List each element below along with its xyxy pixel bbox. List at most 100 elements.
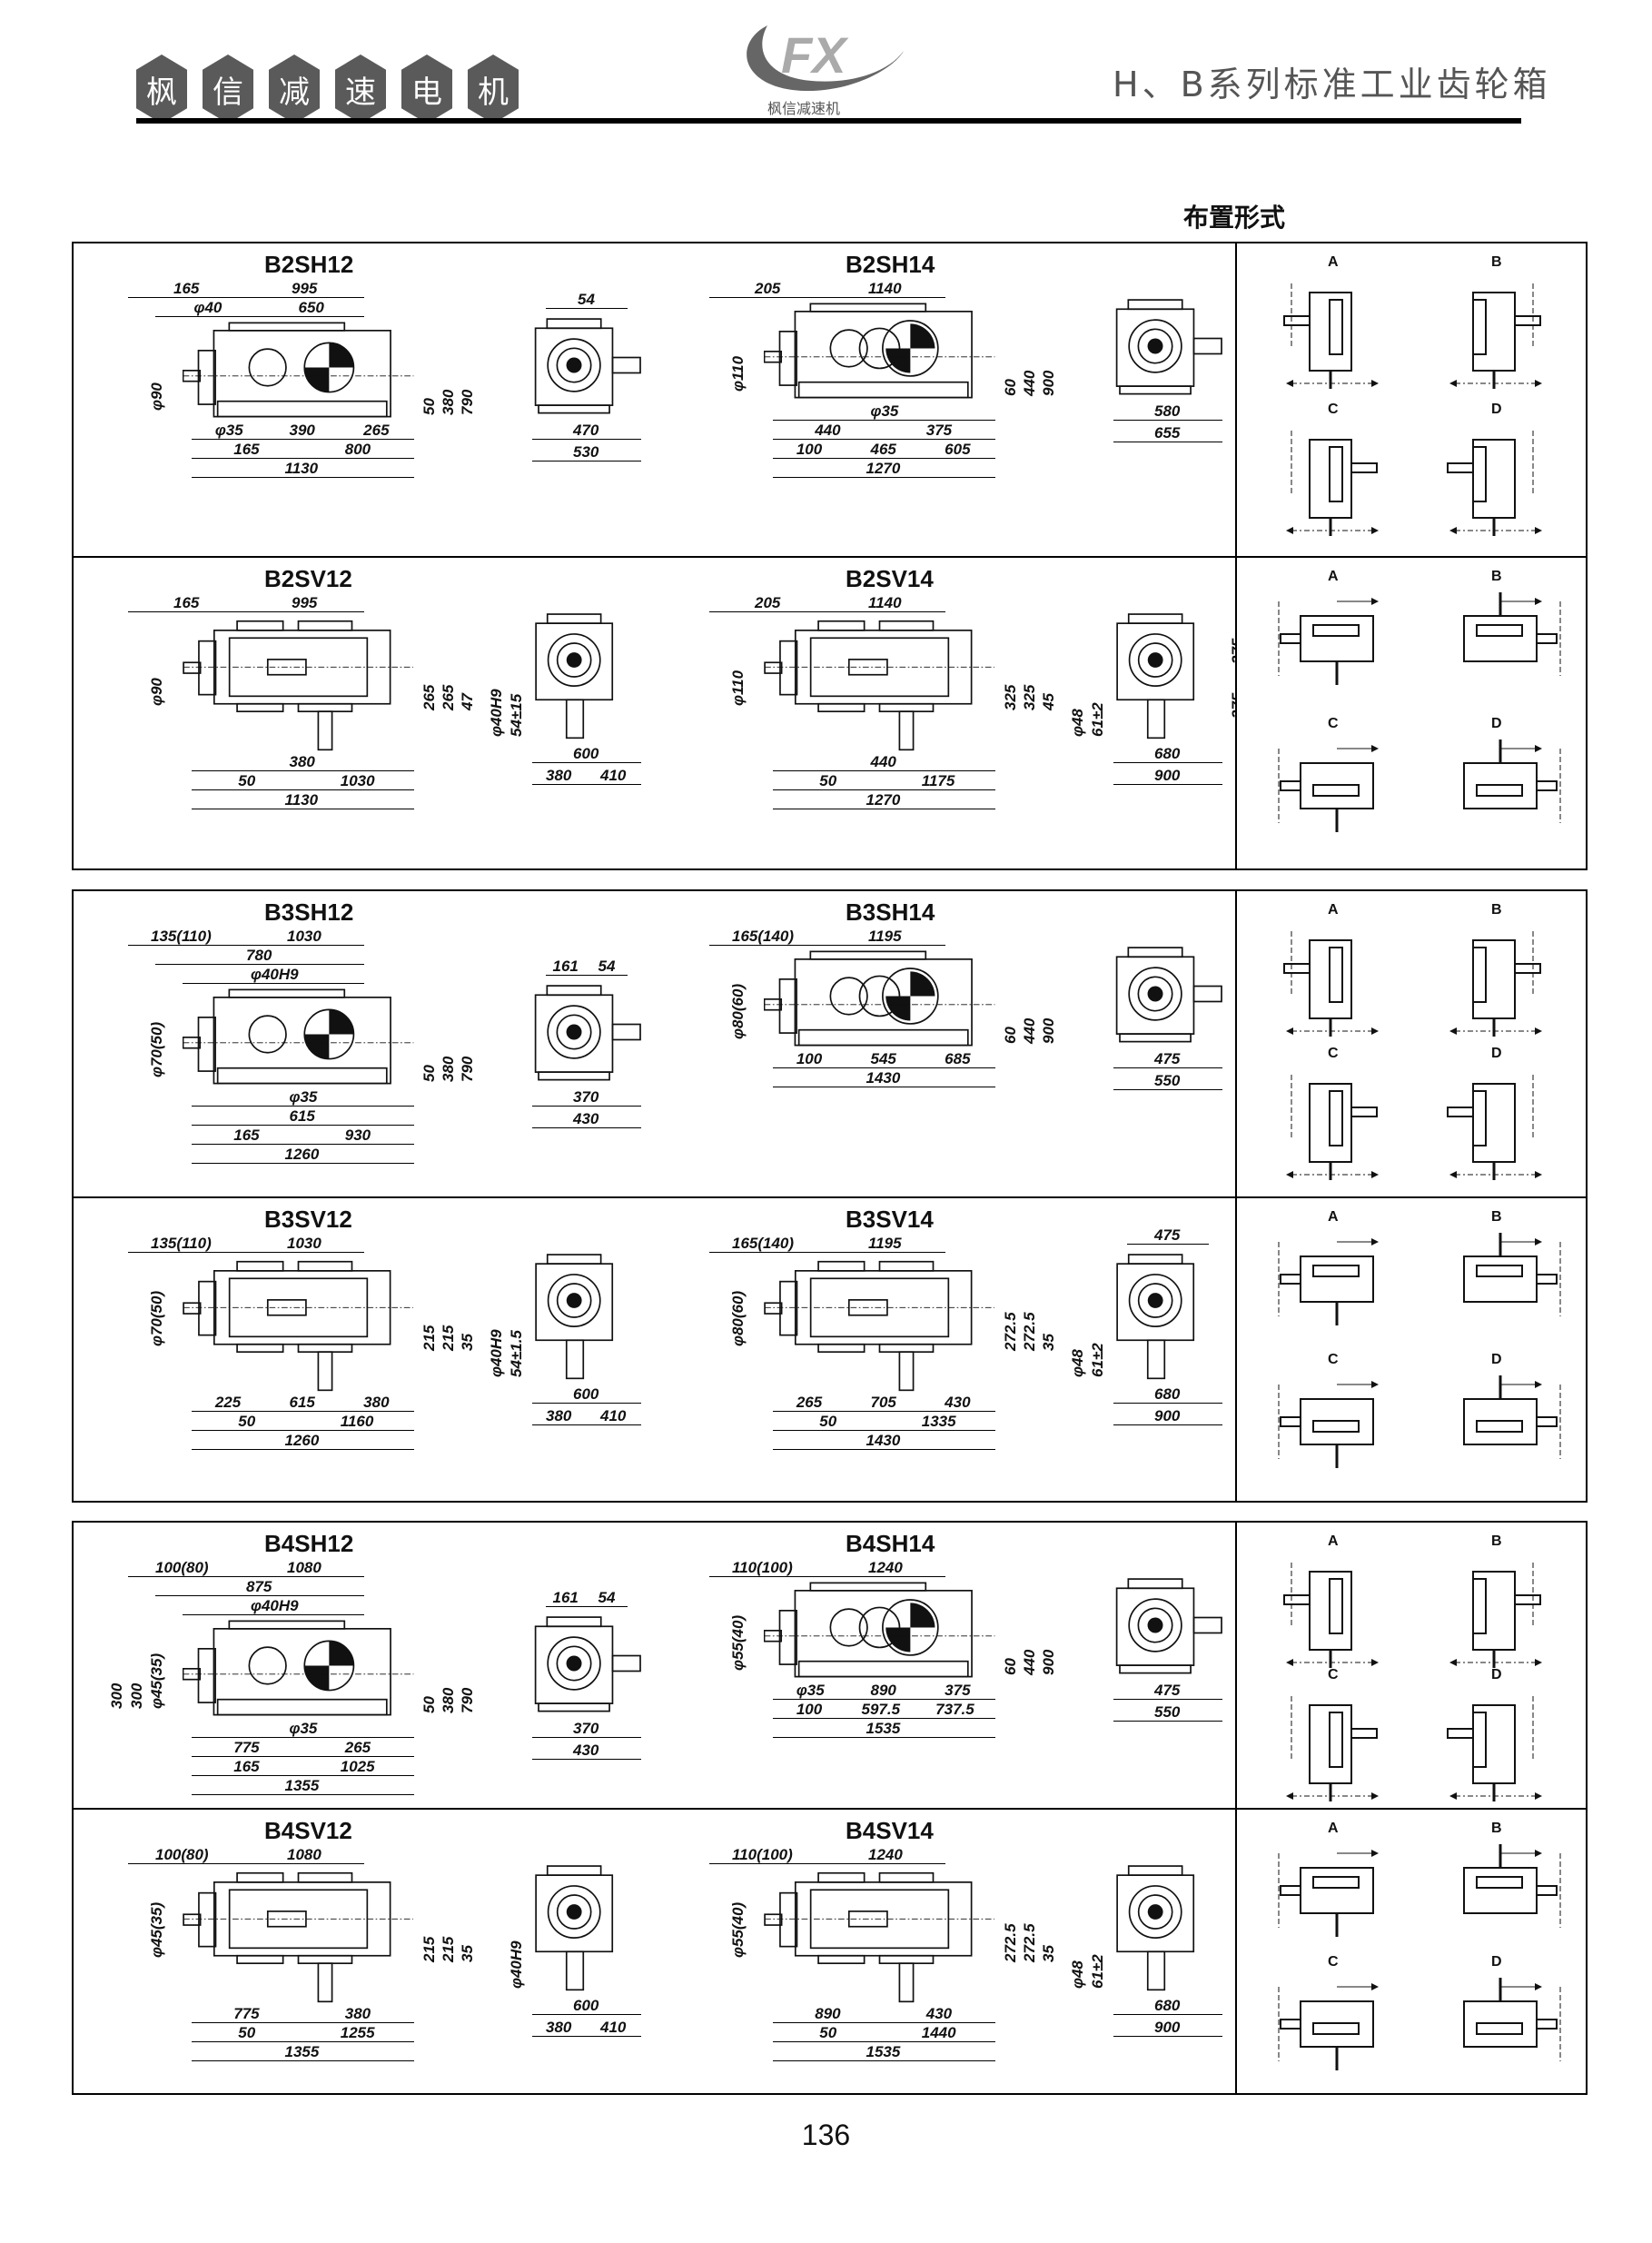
dimension-label: 900 [1154,767,1181,784]
arrangement-label: D [1491,716,1502,731]
dimension-label: 50 [238,1412,256,1430]
arrangement-label: D [1491,1954,1502,1970]
arrangement-label: B [1491,254,1502,270]
arrangement-label: D [1491,1352,1502,1368]
side-view-drawing [535,1865,614,1991]
dimension-label: 1195 [868,1234,902,1252]
dimension-line [192,2041,414,2042]
dimension-line [773,770,995,771]
arrangement-label: A [1328,902,1339,918]
dimension-line [128,945,364,946]
model-title: B3SH14 [846,898,935,926]
dimension-label: 875 [246,1578,272,1595]
dimension-label: 440 [1021,370,1038,396]
dimension-label: 1140 [868,280,902,297]
dimension-label: 100 [796,1050,823,1067]
dimension-line [773,458,995,459]
arrangement-schematic [1283,283,1379,389]
dimension-line [532,1737,641,1738]
dimension-label: 325 [1021,684,1038,710]
arrangement-schematic [1463,1978,1561,2061]
dimension-label: 61±2 [1089,1954,1106,1989]
dimension-line [192,1775,414,1776]
dimension-label: 35 [459,1945,476,1962]
dimension-label: φ48 [1069,1348,1086,1377]
front-view-drawing [764,950,995,1047]
front-view-drawing [764,1871,994,2003]
dimension-line [128,297,364,298]
front-view-drawing [764,303,995,399]
dimension-label: φ80(60) [729,1290,747,1346]
dimension-label: 205 [755,280,781,297]
dimension-line [773,1718,995,1719]
dimension-label: 50 [420,398,438,415]
dimension-label: 50 [238,2024,256,2041]
dimension-label: 50 [819,1412,837,1430]
dimension-label: 380 [440,1687,457,1713]
dimension-label: φ35 [289,1720,318,1737]
dimension-label: 475 [1154,1682,1181,1699]
side-view-drawing [535,1253,614,1379]
dimension-label: φ110 [729,355,747,392]
dimension-label: φ45(35) [148,1901,165,1958]
dimension-label: 205 [755,594,781,611]
arrangement-schematic [1278,1237,1379,1325]
dimension-label: 165(140) [732,1234,795,1252]
dimension-line [155,316,364,317]
dimension-line [1113,2014,1222,2015]
dimension-line [1113,1699,1222,1700]
arrangement-schematic [1278,745,1379,832]
dimension-label: 1080 [287,1846,321,1863]
dimension-label: 737.5 [935,1701,974,1718]
dimension-label: 580 [1154,402,1181,420]
dimension-line [709,1863,945,1864]
arrangement-schematic [1278,598,1379,685]
dimension-label: 390 [289,422,315,439]
side-view-drawing [534,318,641,414]
dimension-line [532,1402,641,1404]
arrangement-schematic [1447,1696,1542,1801]
dimension-label: 550 [1154,1703,1181,1721]
dimension-label: φ45(35) [148,1652,165,1709]
dimension-line [532,1127,641,1128]
dimension-label: 165 [233,1126,260,1144]
dimension-label: 790 [459,389,476,415]
dimension-label: 1440 [921,2024,956,2041]
dimension-line [1127,1243,1209,1245]
dimension-label: φ90 [148,382,165,411]
dimension-line [773,1067,995,1068]
model-title: B4SV12 [264,1817,352,1844]
front-view-drawing [183,1260,413,1391]
dimension-label: 430 [573,1742,599,1759]
dimension-line [1113,1424,1222,1425]
dimension-line [1113,1721,1222,1722]
arrangement-label: C [1328,1667,1339,1682]
dimension-label: 705 [870,1393,896,1411]
dimension-line [532,461,641,462]
dimension-label: 475 [1154,1226,1181,1244]
header-divider [136,118,1521,124]
dimension-label: 790 [459,1056,476,1082]
model-title: B2SV12 [264,565,352,592]
dimension-label: 325 [1002,684,1019,710]
arrangement-label: C [1328,1045,1339,1061]
dimension-line [773,1737,995,1738]
dimension-line [773,2022,995,2023]
dimension-line [1113,784,1222,785]
arrangement-label: B [1491,569,1502,584]
dimension-label: 135(110) [151,928,212,945]
dimension-label: 1195 [868,928,902,945]
arrangement-schematic [1463,592,1561,676]
dimension-label: 375 [945,1682,971,1699]
side-view-drawing [1115,299,1222,395]
